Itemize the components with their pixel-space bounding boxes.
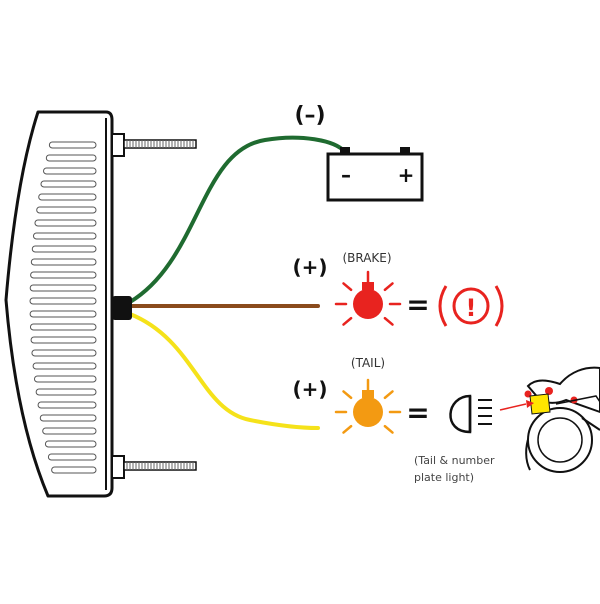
tail-light-housing xyxy=(4,110,114,498)
tail-lamp-icon xyxy=(334,378,402,434)
tail-label: (TAIL) xyxy=(351,356,385,370)
lens-rib xyxy=(32,362,97,370)
mounting-bolt-bottom xyxy=(111,455,197,479)
warning-glyph: ! xyxy=(466,294,477,322)
tail-sign-label: (+) xyxy=(292,377,327,401)
lens-rib xyxy=(38,193,97,201)
battery-icon: – + xyxy=(326,147,424,202)
lens-rib xyxy=(31,349,97,357)
tail-wire xyxy=(128,312,320,430)
lens-rib xyxy=(31,245,97,253)
lens-rib xyxy=(30,271,97,279)
lens-rib xyxy=(36,206,97,214)
tail-note-line-2: plate light) xyxy=(414,471,474,484)
lens-rib xyxy=(45,154,97,162)
lamp-ray xyxy=(383,390,394,400)
lens-rib xyxy=(43,167,97,175)
lens-ribs xyxy=(29,141,97,474)
lens-rib xyxy=(29,310,97,318)
lens-rib xyxy=(40,180,97,188)
lens-rib xyxy=(29,323,97,331)
lens-rib xyxy=(44,440,97,448)
lens-rib xyxy=(37,401,97,409)
lens-rib xyxy=(47,453,97,461)
lens-rib xyxy=(33,375,97,383)
ground-wire xyxy=(128,135,347,304)
lens-rib xyxy=(29,297,97,305)
lens-rib xyxy=(35,388,97,396)
lamp-ray xyxy=(342,282,353,292)
mounting-bolt-top xyxy=(111,133,197,157)
lens-rib xyxy=(30,336,97,344)
battery-minus-label: – xyxy=(341,163,351,187)
lens-rib xyxy=(29,284,97,292)
lens-rib xyxy=(48,141,97,149)
negative-terminal-label: (–) xyxy=(294,103,325,128)
brake-lamp-icon xyxy=(334,270,402,326)
wire-connector xyxy=(112,296,132,320)
lamp-ray xyxy=(383,316,394,326)
lens-rib xyxy=(42,427,97,435)
lens-rib xyxy=(32,232,97,240)
lens-rib xyxy=(30,258,97,266)
motorcycle-icon xyxy=(499,366,600,473)
brake-warning-icon: ! xyxy=(438,285,504,327)
equals-brake: = xyxy=(406,288,429,321)
lamp-ray xyxy=(383,424,394,434)
lamp-indicator-icon xyxy=(449,394,492,434)
tail-note-line-1: (Tail & number xyxy=(414,454,495,467)
lamp-ray xyxy=(342,316,353,326)
battery-plus-label: + xyxy=(398,163,415,187)
lens-rib xyxy=(34,219,97,227)
lens-rib xyxy=(39,414,97,422)
lens-rib xyxy=(51,466,97,474)
brake-sign-label: (+) xyxy=(292,255,327,279)
brake-label: (BRAKE) xyxy=(342,251,391,265)
equals-tail: = xyxy=(406,396,429,429)
lamp-ray xyxy=(383,282,394,292)
lamp-ray xyxy=(342,424,353,434)
lamp-ray xyxy=(342,390,353,400)
